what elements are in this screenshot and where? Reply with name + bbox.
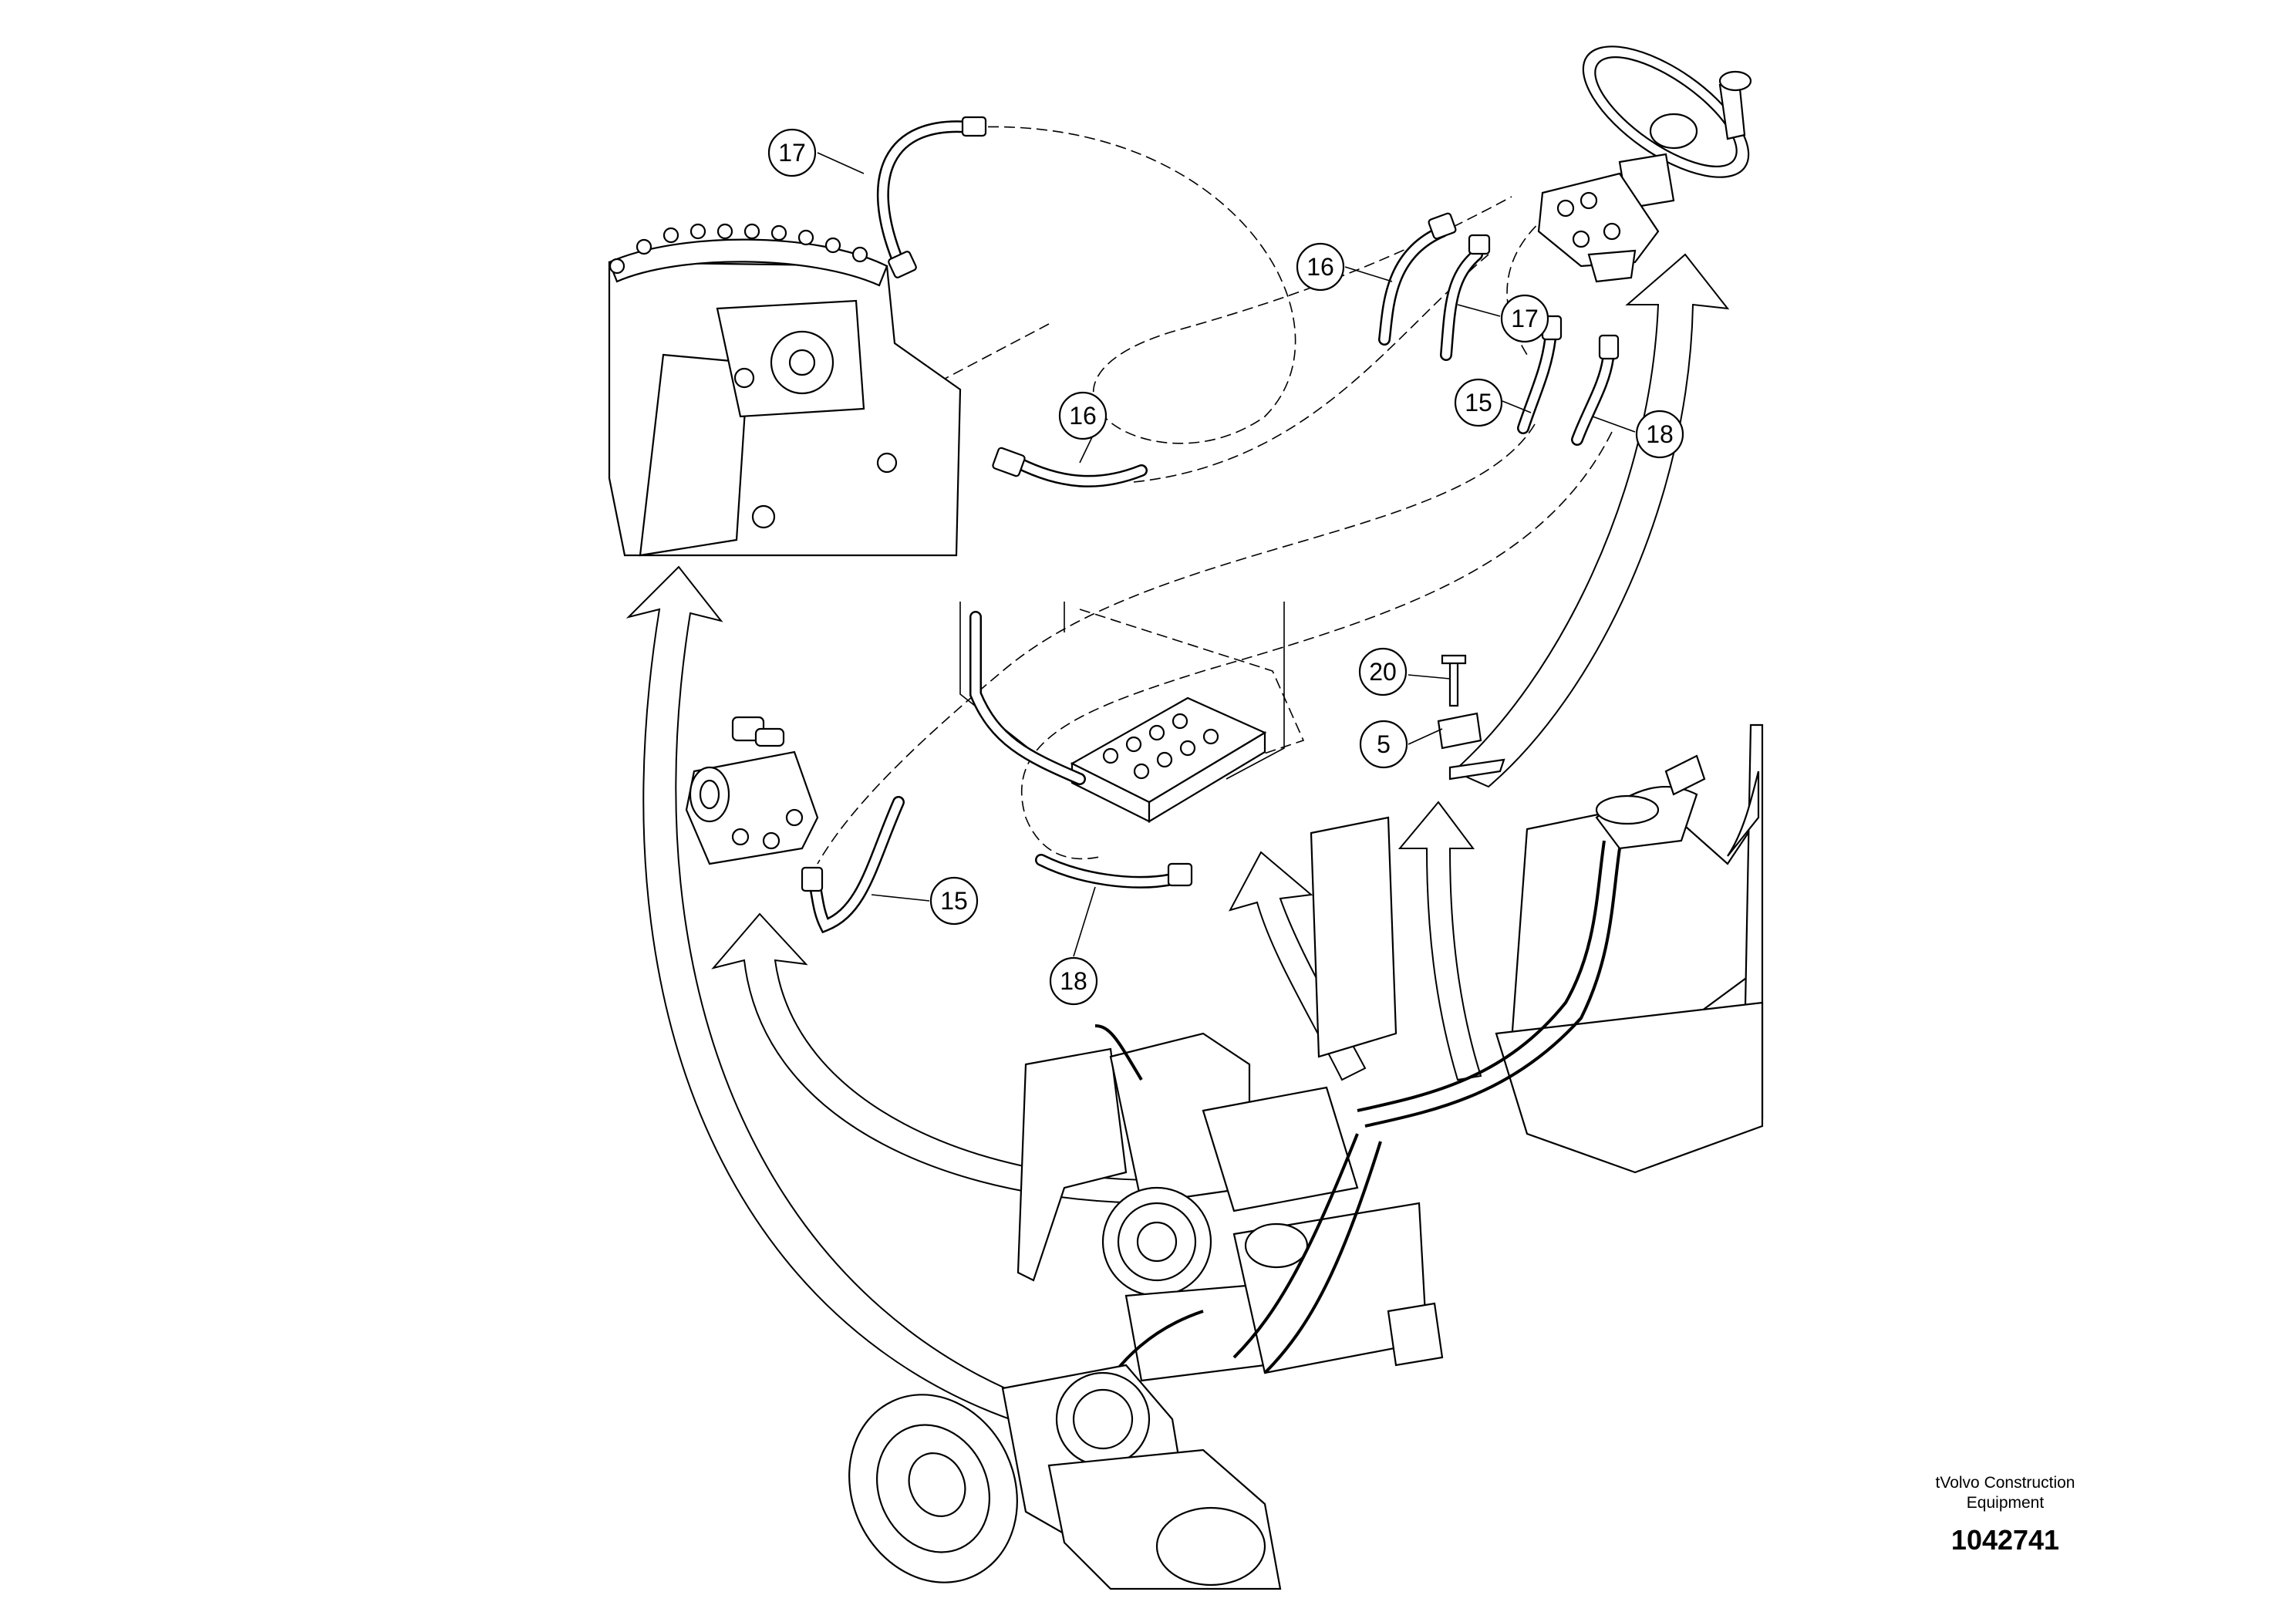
callout-label: 5 <box>1377 730 1391 758</box>
rear-wheel-assembly <box>848 1364 1282 1590</box>
machine-chassis <box>1017 723 1764 1404</box>
hoses <box>801 116 1620 934</box>
arrow-to-clamp <box>1397 801 1482 1081</box>
callout-18b: 18 <box>1049 956 1098 1006</box>
callout-16b: 16 <box>1296 242 1345 292</box>
document-number: 1042741 <box>1950 1524 2060 1556</box>
callout-label: 16 <box>1069 402 1097 430</box>
callout-5: 5 <box>1359 720 1408 769</box>
callout-17b: 17 <box>1500 294 1549 343</box>
callout-label: 17 <box>1511 305 1539 332</box>
maker-line-2: Equipment <box>1966 1494 2045 1512</box>
clamp-and-bolt <box>1437 654 1505 781</box>
callout-18a: 18 <box>1635 410 1684 459</box>
callout-label: 16 <box>1306 253 1334 281</box>
front-axle-assembly <box>608 223 962 557</box>
callout-label: 18 <box>1060 967 1087 995</box>
callout-label: 15 <box>1465 389 1492 416</box>
callout-15b: 15 <box>929 876 979 926</box>
arrow-to-front-axle <box>625 565 1112 1444</box>
callout-16a: 16 <box>1058 391 1108 440</box>
arrow-to-steering-wheel <box>1452 253 1730 788</box>
steering-wheel-unit <box>1537 46 1752 283</box>
title-block: tVolvo Construction Equipment 1042741 <box>1905 1473 2106 1556</box>
callout-label: 20 <box>1369 658 1397 686</box>
callout-17a: 17 <box>767 128 817 177</box>
valve-ports <box>1102 713 1219 780</box>
valve-block <box>959 602 1285 823</box>
arrow-to-priority-valve <box>711 912 1158 1205</box>
callout-label: 17 <box>778 139 806 167</box>
callout-20: 20 <box>1358 647 1408 696</box>
callout-label: 18 <box>1646 420 1674 448</box>
maker-line-1: tVolvo Construction <box>1935 1474 2075 1492</box>
priority-valve <box>685 716 819 865</box>
callout-label: 15 <box>940 887 968 915</box>
callout-15a: 15 <box>1454 378 1503 427</box>
wheel-studs <box>609 223 868 275</box>
